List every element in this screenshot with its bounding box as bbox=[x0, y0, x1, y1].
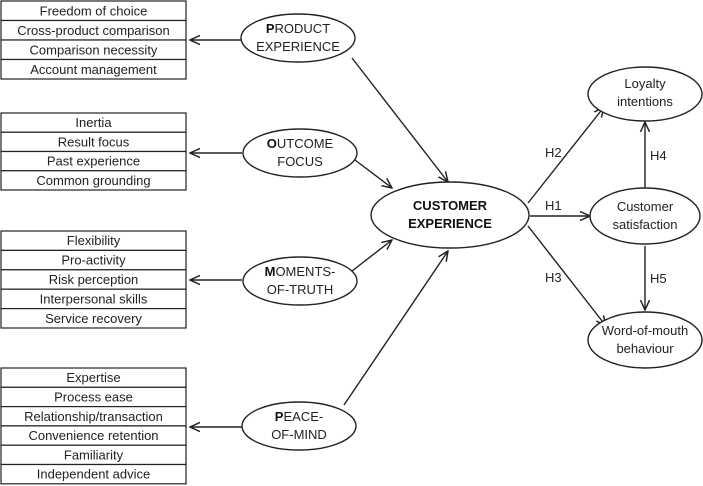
node-outcome-focus: OUTCOME FOCUS bbox=[242, 128, 358, 178]
satisfaction-line1: Customer bbox=[617, 199, 674, 214]
node-peace-line1: PEACE- bbox=[275, 409, 323, 424]
factor-row-box bbox=[0, 58, 187, 80]
node-outcome-line2: FOCUS bbox=[277, 154, 323, 169]
node-customer-satisfaction: Customer satisfaction bbox=[589, 187, 701, 245]
factor-item: Result focus bbox=[58, 134, 130, 149]
factor-row-box bbox=[0, 170, 187, 191]
hypothesis-h1-label: H1 bbox=[545, 198, 562, 213]
center-line1: CUSTOMER bbox=[413, 198, 488, 213]
factor-item: Comparison necessity bbox=[30, 42, 158, 57]
hypothesis-h2-label: H2 bbox=[545, 145, 562, 160]
arrow-moments-to-center bbox=[351, 240, 392, 272]
factor-item: Inertia bbox=[75, 115, 112, 130]
arrow-product-to-center bbox=[351, 57, 448, 182]
factor-item: Expertise bbox=[66, 370, 120, 385]
arrow-outcome-to-center bbox=[354, 159, 392, 188]
node-word-of-mouth: Word-of-mouth behaviour bbox=[587, 311, 703, 369]
wom-line1: Word-of-mouth bbox=[602, 323, 688, 338]
node-moments-line1: MOMENTS- bbox=[265, 264, 336, 279]
node-customer-experience: CUSTOMER EXPERIENCE bbox=[370, 181, 530, 249]
arrow-h2 bbox=[527, 107, 604, 204]
satisfaction-line2: satisfaction bbox=[612, 217, 677, 232]
factor-item: Pro-activity bbox=[61, 253, 126, 268]
node-peace-line2: OF-MIND bbox=[271, 427, 327, 442]
factor-item: Account management bbox=[30, 62, 157, 77]
node-loyalty-intentions: Loyalty intentions bbox=[587, 66, 703, 122]
node-product-experience: PRODUCT EXPERIENCE bbox=[240, 13, 356, 63]
node-outcome-line1: OUTCOME bbox=[267, 136, 334, 151]
factor-row-box bbox=[0, 463, 187, 485]
factor-item: Familiarity bbox=[64, 447, 124, 462]
center-line2: EXPERIENCE bbox=[408, 216, 492, 231]
factor-item: Convenience retention bbox=[28, 428, 158, 443]
factor-item: Independent advice bbox=[37, 467, 150, 482]
node-moments-line2: OF-TRUTH bbox=[267, 282, 333, 297]
factor-item: Service recovery bbox=[45, 311, 142, 326]
hypothesis-h3-label: H3 bbox=[545, 270, 562, 285]
wom-line2: behaviour bbox=[616, 341, 674, 356]
hypothesis-h4-label: H4 bbox=[650, 148, 667, 163]
node-product-line2: EXPERIENCE bbox=[256, 39, 340, 54]
factor-item: Interpersonal skills bbox=[40, 291, 148, 306]
arrow-peace-to-center bbox=[343, 251, 448, 406]
node-product-line1: PRODUCT bbox=[266, 21, 330, 36]
loyalty-line1: Loyalty bbox=[624, 76, 666, 91]
factor-item: Past experience bbox=[47, 154, 140, 169]
factor-row-box bbox=[0, 308, 187, 329]
node-peace-of-mind: PEACE- OF-MIND bbox=[241, 401, 357, 451]
loyalty-line2: intentions bbox=[617, 94, 673, 109]
factor-item: Flexibility bbox=[67, 233, 121, 248]
hypothesis-h5-label: H5 bbox=[650, 271, 667, 286]
factor-item: Risk perception bbox=[49, 272, 139, 287]
node-moments-of-truth: MOMENTS- OF-TRUTH bbox=[242, 256, 358, 306]
factor-item: Process ease bbox=[54, 389, 133, 404]
factor-item: Cross-product comparison bbox=[17, 23, 169, 38]
factor-item: Common grounding bbox=[36, 173, 150, 188]
factor-item: Relationship/transaction bbox=[24, 409, 163, 424]
arrow-h3 bbox=[527, 225, 606, 326]
factor-item: Freedom of choice bbox=[40, 3, 148, 18]
